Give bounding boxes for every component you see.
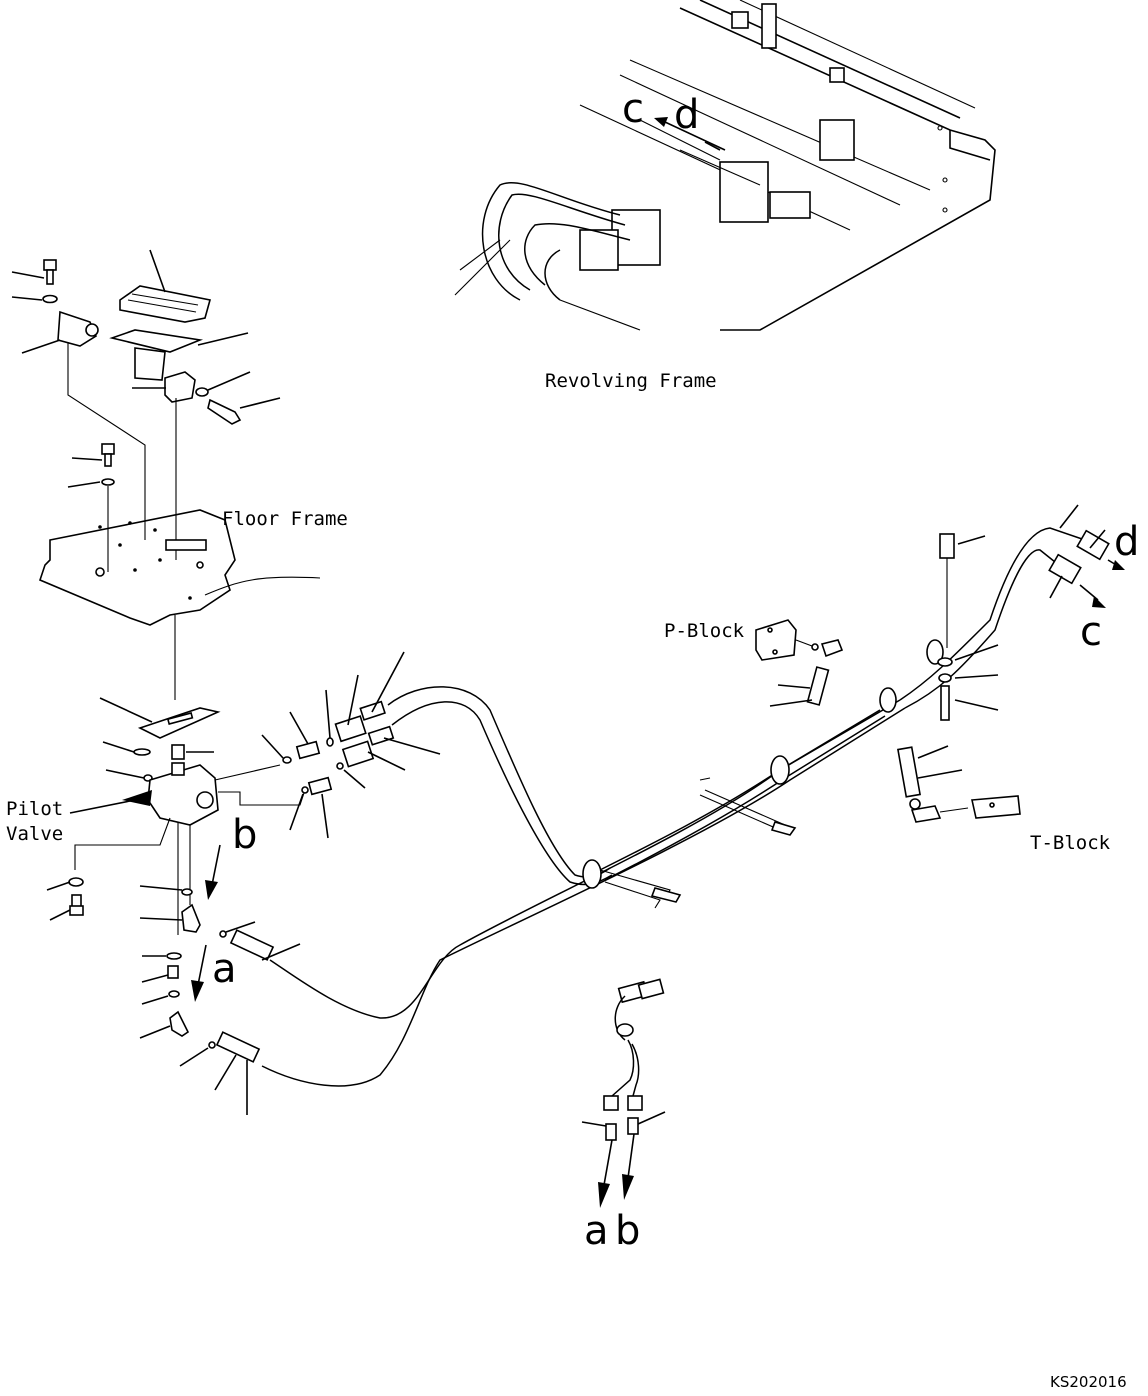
connector-a-label-upper: a (212, 946, 237, 992)
connector-b-label-lower: b (615, 1208, 640, 1254)
bottom-harness: a b (581, 978, 666, 1254)
drawing-code: KS202016 (1050, 1373, 1127, 1391)
connector-c-label-right: c (1080, 609, 1102, 655)
elbow-fittings-lower (139, 903, 301, 1115)
valve-connection-arrows: b a (191, 812, 257, 1002)
revolving-frame-drawing: c d (454, 0, 996, 331)
connector-d-label: d (674, 92, 699, 138)
p-block-label: P-Block (664, 620, 745, 642)
connector-a-label-lower: a (584, 1208, 609, 1254)
floor-frame-label: Floor Frame (222, 508, 348, 530)
upper-right-fittings: d c (937, 504, 1139, 721)
t-block-group (897, 745, 1021, 823)
connector-c-label: c (622, 86, 644, 132)
revolving-frame-label: Revolving Frame (545, 370, 717, 392)
connector-d-label-right: d (1114, 519, 1139, 565)
pilot-valve-label-line2: Valve (6, 823, 63, 845)
pilot-valve-assembly (46, 697, 306, 935)
floor-frame-drawing (39, 509, 321, 700)
p-block-group (755, 619, 844, 707)
hose-routing (261, 527, 1086, 1087)
valve-fittings-upper (261, 651, 441, 839)
t-block-label: T-Block (1030, 832, 1111, 854)
pilot-valve-label-line1: Pilot (6, 798, 63, 820)
connector-b-label-upper: b (232, 812, 257, 858)
